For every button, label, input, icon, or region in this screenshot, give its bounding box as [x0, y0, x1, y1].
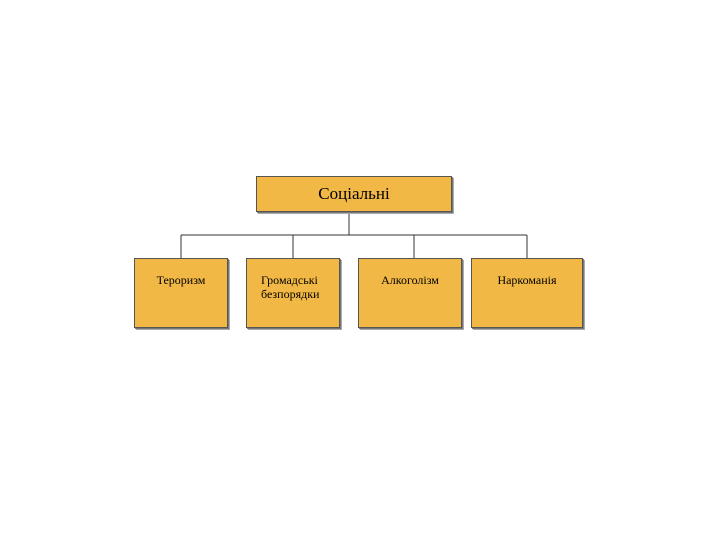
child-node-box-2: Громадські безпорядки — [246, 258, 340, 328]
child-node-label-1: Тероризм — [156, 273, 206, 287]
child-node-label-4: Наркоманія — [497, 273, 557, 287]
child-node-label-2: Громадські безпорядки — [261, 273, 320, 301]
child-node-box-1: Тероризм — [134, 258, 228, 328]
child-node-box-3: Алкоголізм — [358, 258, 462, 328]
root-node-box: Соціальні — [256, 176, 452, 212]
root-node-label: Соціальні — [318, 184, 390, 203]
child-node-box-4: Наркоманія — [471, 258, 583, 328]
child-node-label-3: Алкоголізм — [381, 273, 439, 287]
